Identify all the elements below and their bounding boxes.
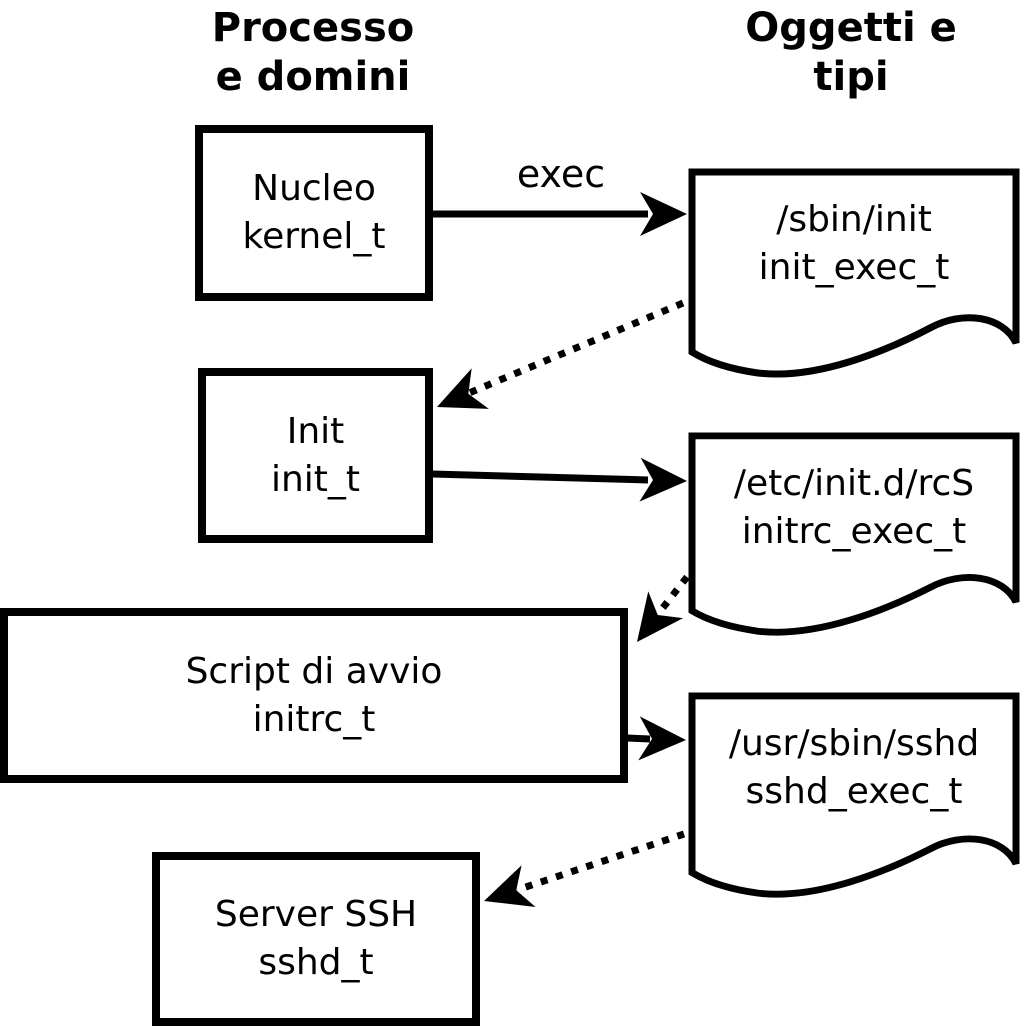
arrowhead-icon [437, 368, 489, 409]
object-path: /usr/sbin/sshd [728, 723, 980, 764]
arrowhead-icon [640, 192, 687, 236]
arrowhead-icon [484, 865, 536, 907]
process-domain-type: kernel_t [242, 216, 386, 257]
process-domain-type: sshd_t [258, 942, 374, 983]
arrowhead-icon [639, 457, 687, 502]
document-sshd-exec: /usr/sbin/sshd sshd_exec_t [688, 692, 1020, 900]
document-init-exec: /sbin/init init_exec_t [688, 168, 1020, 380]
exec-arrow-initrc-to-sshd-exec [626, 734, 651, 743]
document-shape-icon [688, 168, 1020, 378]
process-domain-type: initrc_t [252, 698, 376, 740]
object-type: init_exec_t [758, 247, 950, 288]
document-shape-icon [688, 692, 1020, 898]
exec-arrow-init-to-initrc-exec [431, 470, 649, 484]
process-box-kernel: Nucleo kernel_t [195, 125, 433, 301]
object-type: initrc_exec_t [741, 511, 967, 552]
process-name: Server SSH [214, 894, 418, 935]
transition-arrow-sshd-exec-to-sshd [515, 830, 686, 894]
process-name: Nucleo [252, 168, 376, 209]
arrowhead-icon [638, 716, 686, 761]
process-box-init: Init init_t [198, 368, 433, 543]
object-type: sshd_exec_t [745, 771, 963, 812]
process-domain-type: init_t [270, 458, 361, 500]
process-box-initrc: Script di avvio initrc_t [0, 608, 628, 783]
arrowhead-icon [637, 591, 684, 642]
transition-arrow-init-exec-to-init [467, 299, 685, 397]
exec-arrow-label: exec [516, 152, 606, 196]
column-header-objects: Oggetti e tipi [745, 5, 957, 100]
object-path: /etc/init.d/rcS [733, 463, 975, 504]
column-header-processes: Processo e domini [211, 5, 415, 100]
process-box-sshd: Server SSH sshd_t [152, 852, 480, 1026]
object-path: /sbin/init [776, 199, 932, 240]
transition-arrow-initrc-exec-to-initrc [655, 574, 690, 617]
document-initrc-exec: /etc/init.d/rcS initrc_exec_t [688, 432, 1020, 638]
process-name: Init [286, 410, 345, 452]
process-name: Script di avvio [185, 650, 443, 692]
document-shape-icon [688, 432, 1020, 636]
